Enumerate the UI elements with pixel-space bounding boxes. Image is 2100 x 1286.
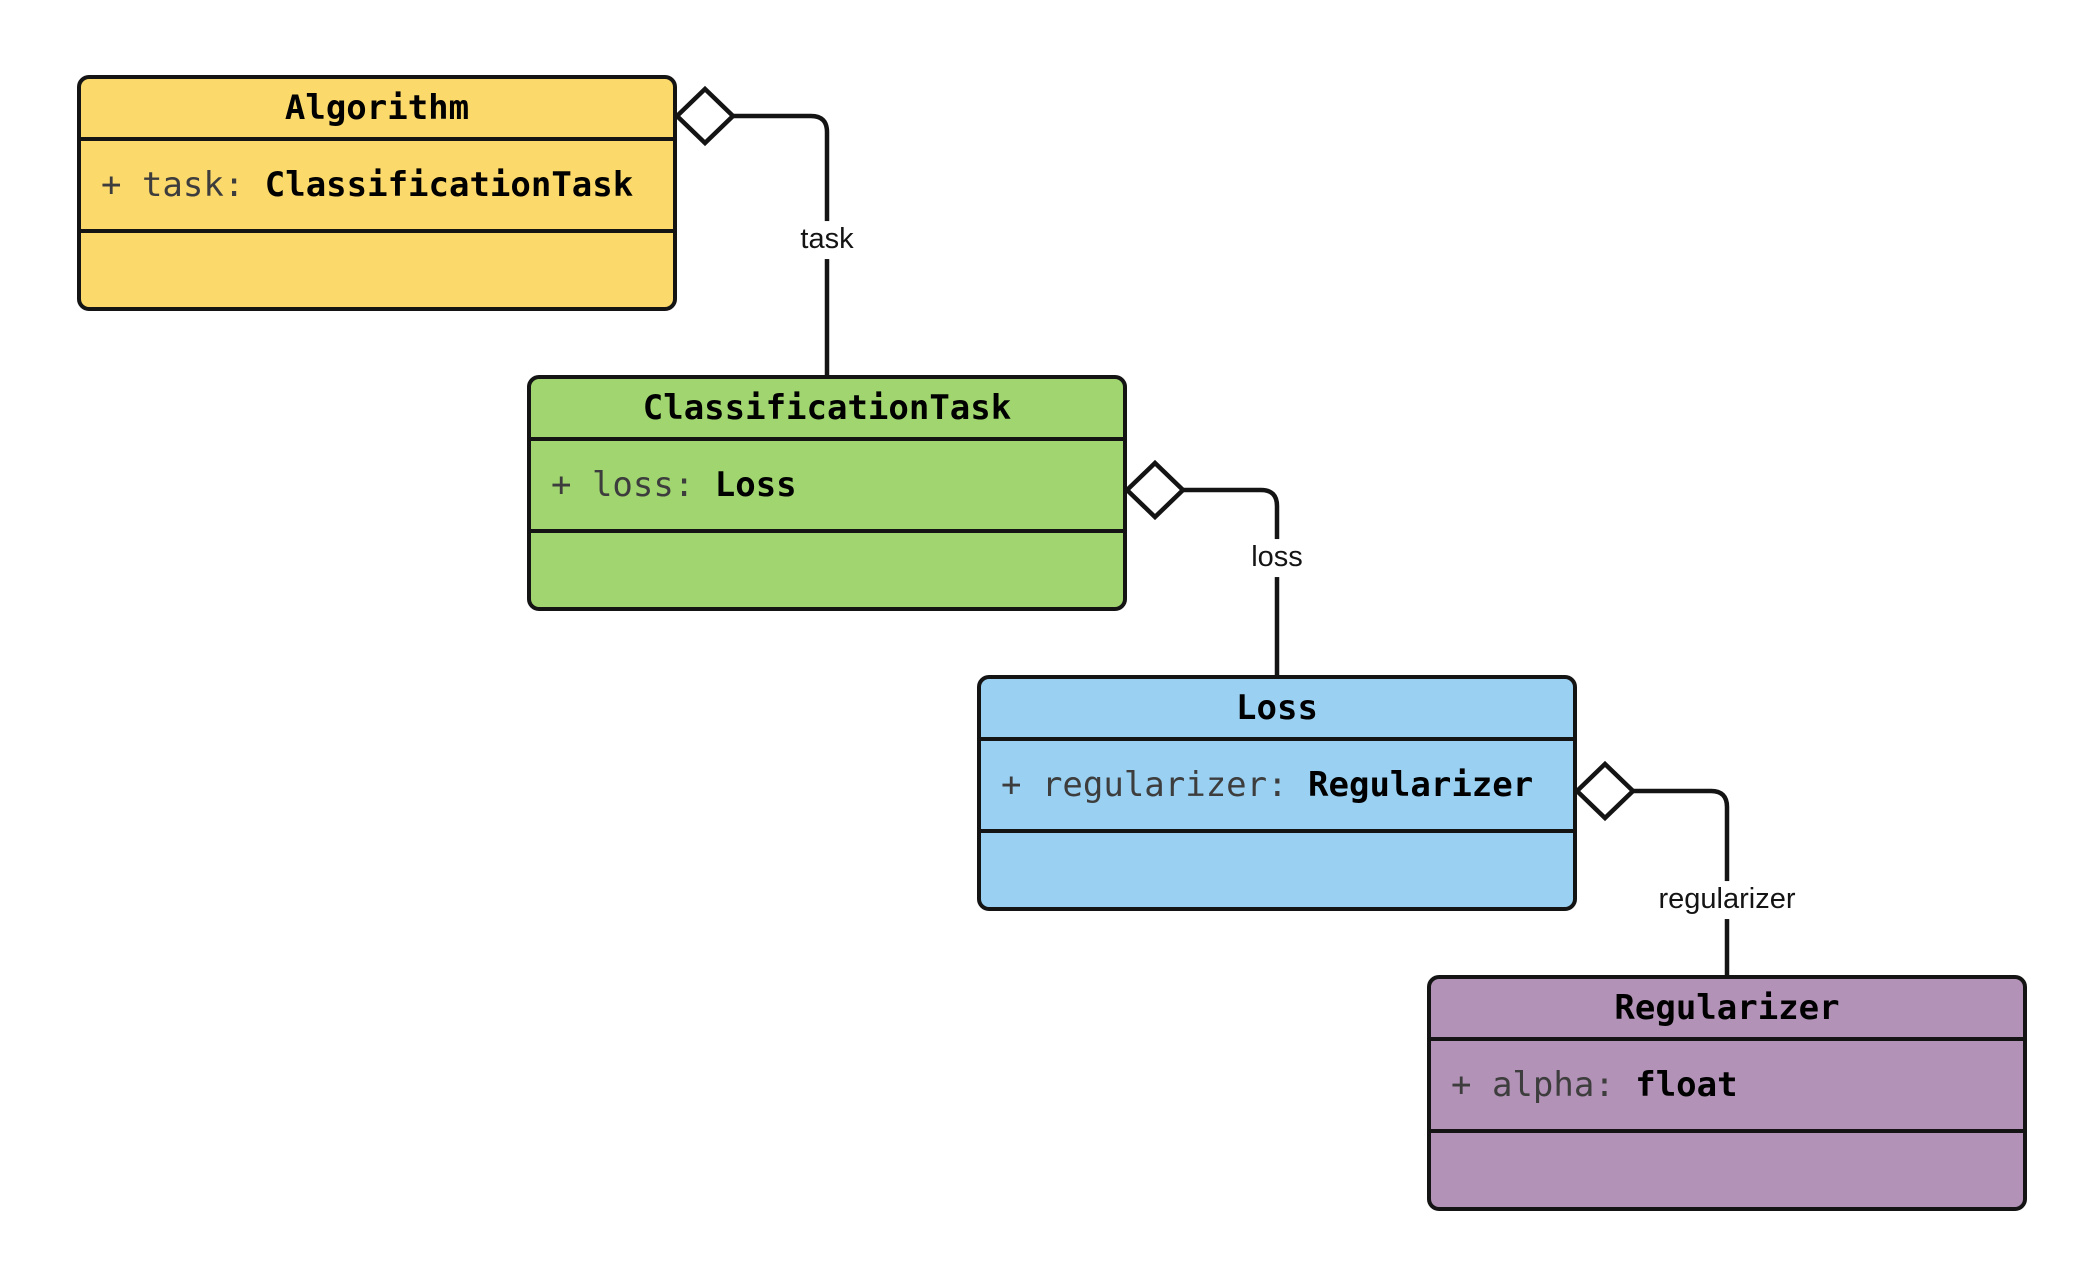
class-attributes: + regularizer: Regularizer	[981, 737, 1573, 829]
class-attributes: + alpha: float	[1431, 1037, 2023, 1129]
class-methods-empty	[81, 229, 673, 299]
class-box-regularizer: Regularizer + alpha: float	[1427, 975, 2027, 1211]
attribute-name: + task:	[101, 165, 265, 205]
class-box-loss: Loss + regularizer: Regularizer	[977, 675, 1577, 911]
aggregation-diamond-icon	[1123, 459, 1187, 521]
attribute-line: + alpha: float	[1451, 1065, 2023, 1105]
class-title: Algorithm	[284, 88, 470, 128]
relation-label-regularizer: regularizer	[1650, 881, 1804, 919]
edge-algorithm-classificationtask	[733, 113, 830, 375]
attribute-name: + alpha:	[1451, 1065, 1636, 1105]
attribute-type: Loss	[714, 465, 797, 505]
relation-label-task: task	[792, 221, 862, 259]
class-methods-empty	[1431, 1129, 2023, 1199]
edge-classificationtask-loss	[1183, 487, 1280, 675]
class-attributes: + task: ClassificationTask	[81, 137, 673, 229]
class-methods-empty	[531, 529, 1123, 599]
class-title: Regularizer	[1614, 988, 1840, 1028]
attribute-name: + regularizer:	[1001, 765, 1309, 805]
relation-label-loss: loss	[1243, 539, 1311, 577]
edge-loss-regularizer	[1633, 788, 1730, 975]
class-box-algorithm: Algorithm + task: ClassificationTask	[77, 75, 677, 311]
class-title: Loss	[1236, 688, 1318, 728]
attribute-line: + task: ClassificationTask	[101, 165, 673, 205]
class-title: ClassificationTask	[642, 388, 1012, 428]
attribute-line: + regularizer: Regularizer	[1001, 765, 1573, 805]
attribute-type: Regularizer	[1308, 765, 1534, 805]
attribute-name: + loss:	[551, 465, 715, 505]
aggregation-diamond-icon	[1573, 760, 1637, 822]
class-attributes: + loss: Loss	[531, 437, 1123, 529]
class-methods-empty	[981, 829, 1573, 899]
attribute-type: ClassificationTask	[264, 165, 634, 205]
attribute-type: float	[1635, 1065, 1738, 1105]
aggregation-diamond-icon	[673, 85, 737, 147]
attribute-line: + loss: Loss	[551, 465, 1123, 505]
class-box-classificationtask: ClassificationTask + loss: Loss	[527, 375, 1127, 611]
